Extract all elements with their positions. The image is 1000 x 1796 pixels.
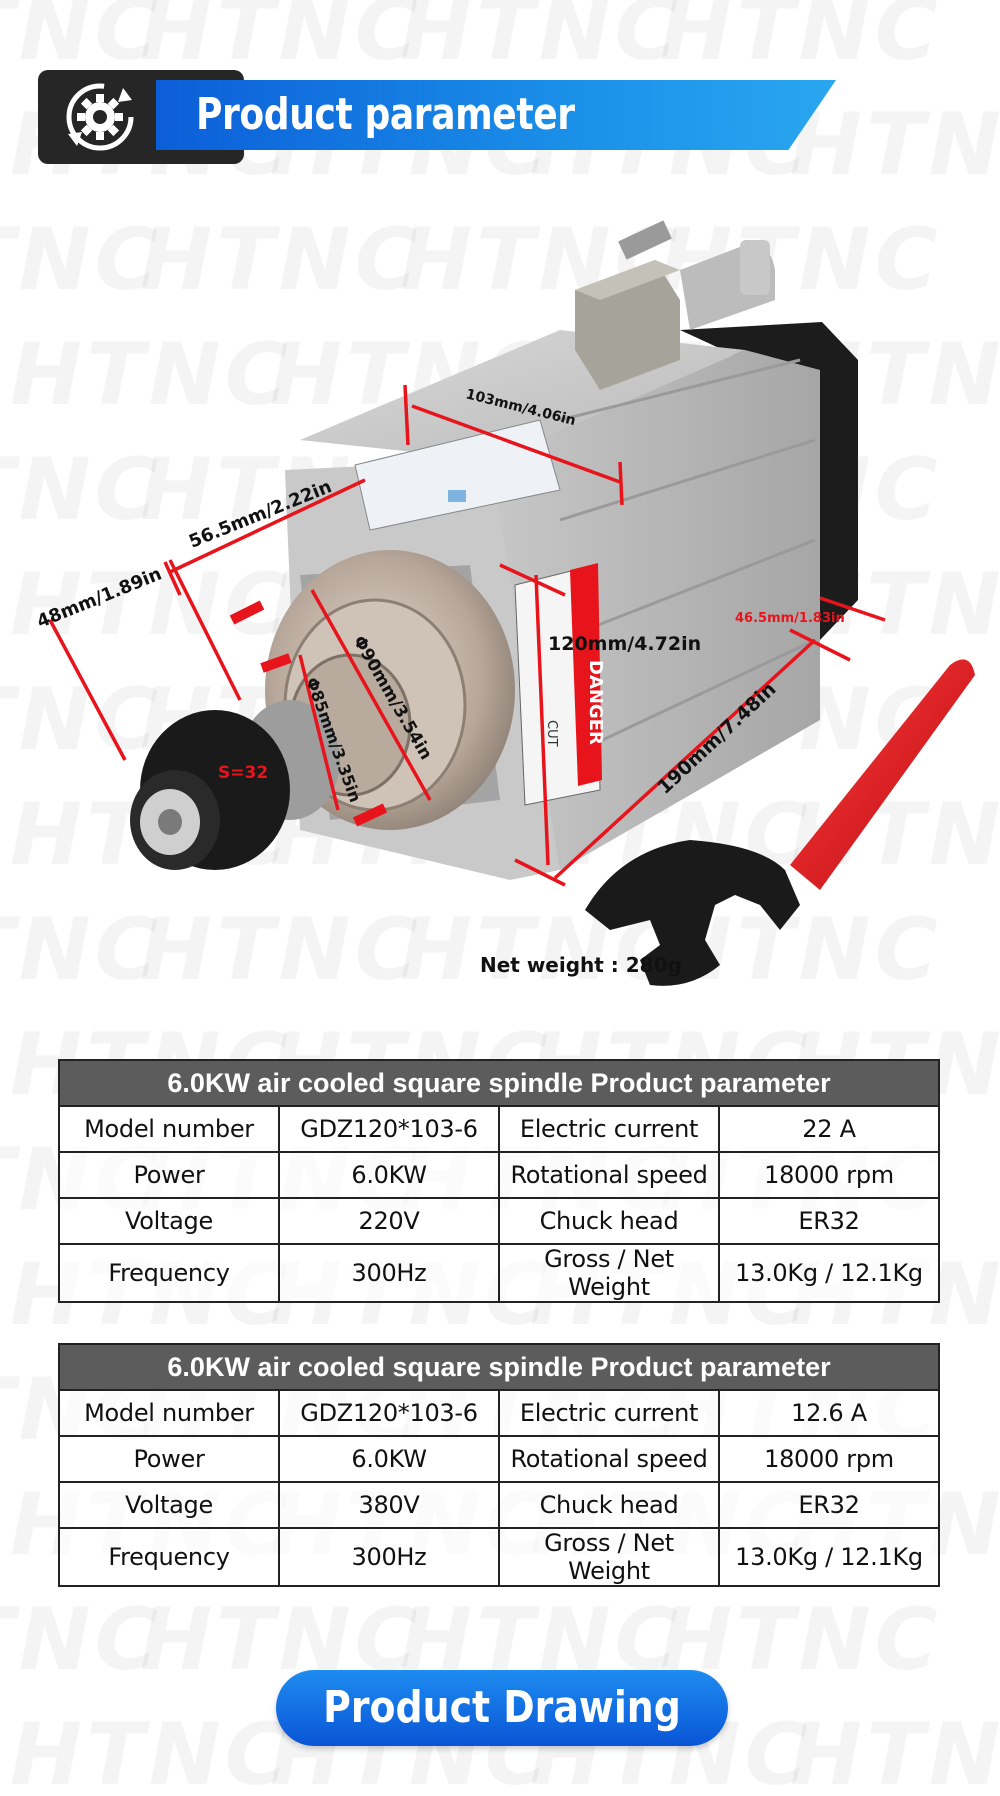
table-row: Frequency 300Hz Gross / Net Weight 13.0K… bbox=[58, 1527, 940, 1587]
section-header: Product parameter bbox=[38, 70, 838, 166]
table-cell: 220V bbox=[278, 1197, 500, 1245]
dimension-lines bbox=[48, 384, 886, 887]
table-cell: 13.0Kg / 12.1Kg bbox=[718, 1243, 940, 1303]
cooling-fins bbox=[559, 358, 816, 762]
table-cell: 300Hz bbox=[278, 1243, 500, 1303]
table-cell: 13.0Kg / 12.1Kg bbox=[718, 1527, 940, 1587]
table-row: Voltage 380V Chuck head ER32 bbox=[58, 1481, 940, 1529]
svg-text:CUT: CUT bbox=[544, 720, 559, 747]
table-cell: Model number bbox=[58, 1105, 280, 1153]
page-title: Product parameter bbox=[196, 89, 575, 140]
parameter-table-380v: 6.0KW air cooled square spindle Product … bbox=[58, 1343, 940, 1587]
watermark-text: HTNC bbox=[790, 1705, 1000, 1796]
table-row: Model number GDZ120*103-6 Electric curre… bbox=[58, 1389, 940, 1437]
table-cell: ER32 bbox=[718, 1197, 940, 1245]
table-cell: Frequency bbox=[58, 1243, 280, 1303]
table-cell: Electric current bbox=[498, 1389, 720, 1437]
product-drawing-button[interactable]: Product Drawing bbox=[276, 1670, 728, 1746]
watermark-text: HTNC bbox=[0, 1590, 162, 1690]
collet-nut bbox=[130, 710, 290, 870]
table-row: Voltage 220V Chuck head ER32 bbox=[58, 1197, 940, 1245]
table-row: Power 6.0KW Rotational speed 18000 rpm bbox=[58, 1435, 940, 1483]
table-cell: Voltage bbox=[58, 1197, 280, 1245]
svg-text:DANGER: DANGER bbox=[585, 660, 606, 745]
table-cell: 6.0KW bbox=[278, 1435, 500, 1483]
product-drawing-label: Product Drawing bbox=[323, 1682, 681, 1733]
table-row: Frequency 300Hz Gross / Net Weight 13.0K… bbox=[58, 1243, 940, 1303]
table-cell: Gross / Net Weight bbox=[498, 1243, 720, 1303]
dim-collet: S=32 bbox=[218, 763, 268, 783]
table-cell: 300Hz bbox=[278, 1527, 500, 1587]
table-cell: Voltage bbox=[58, 1481, 280, 1529]
table-cell: Frequency bbox=[58, 1527, 280, 1587]
watermark-text: HTNC bbox=[400, 0, 682, 80]
dimension-markers bbox=[229, 600, 388, 827]
table-cell: Rotational speed bbox=[498, 1435, 720, 1483]
table-cell: 22 A bbox=[718, 1105, 940, 1153]
product-image: DANGER CUT bbox=[34, 220, 975, 986]
table-cell: ER32 bbox=[718, 1481, 940, 1529]
watermark-text: HTNC bbox=[10, 1705, 292, 1796]
watermark-text: HTNC bbox=[660, 0, 942, 80]
table-cell: Gross / Net Weight bbox=[498, 1527, 720, 1587]
table-cell: 12.6 A bbox=[718, 1389, 940, 1437]
table-cell: GDZ120*103-6 bbox=[278, 1389, 500, 1437]
watermark-text: HTNC bbox=[140, 0, 422, 80]
table-cell: Power bbox=[58, 1151, 280, 1199]
table-cell: 18000 rpm bbox=[718, 1435, 940, 1483]
power-connector bbox=[575, 220, 775, 390]
table-cell: GDZ120*103-6 bbox=[278, 1105, 500, 1153]
table-cell: 6.0KW bbox=[278, 1151, 500, 1199]
table-cell: 18000 rpm bbox=[718, 1151, 940, 1199]
table-cell: Chuck head bbox=[498, 1197, 720, 1245]
table-cell: Model number bbox=[58, 1389, 280, 1437]
dim-nose-length: 48mm/1.89in bbox=[34, 564, 165, 633]
gear-cycle-icon bbox=[66, 83, 134, 151]
watermark-text: HTNC bbox=[0, 0, 162, 80]
table-title: 6.0KW air cooled square spindle Product … bbox=[58, 1059, 940, 1107]
table-cell: Power bbox=[58, 1435, 280, 1483]
wrench bbox=[585, 659, 975, 986]
table-cell: Rotational speed bbox=[498, 1151, 720, 1199]
info-sticker bbox=[354, 419, 561, 531]
dim-depth: 46.5mm/1.83in bbox=[735, 611, 845, 626]
table-title: 6.0KW air cooled square spindle Product … bbox=[58, 1343, 940, 1391]
danger-label: DANGER CUT bbox=[514, 563, 606, 806]
dim-height: 120mm/4.72in bbox=[548, 633, 701, 655]
table-row: Model number GDZ120*103-6 Electric curre… bbox=[58, 1105, 940, 1153]
table-cell: Electric current bbox=[498, 1105, 720, 1153]
table-cell: 380V bbox=[278, 1481, 500, 1529]
table-row: Power 6.0KW Rotational speed 18000 rpm bbox=[58, 1151, 940, 1199]
parameter-table-220v: 6.0KW air cooled square spindle Product … bbox=[58, 1059, 940, 1303]
header-blue-bar bbox=[156, 80, 836, 150]
net-weight-text: Net weight : 280g bbox=[480, 953, 682, 977]
table-cell: Chuck head bbox=[498, 1481, 720, 1529]
